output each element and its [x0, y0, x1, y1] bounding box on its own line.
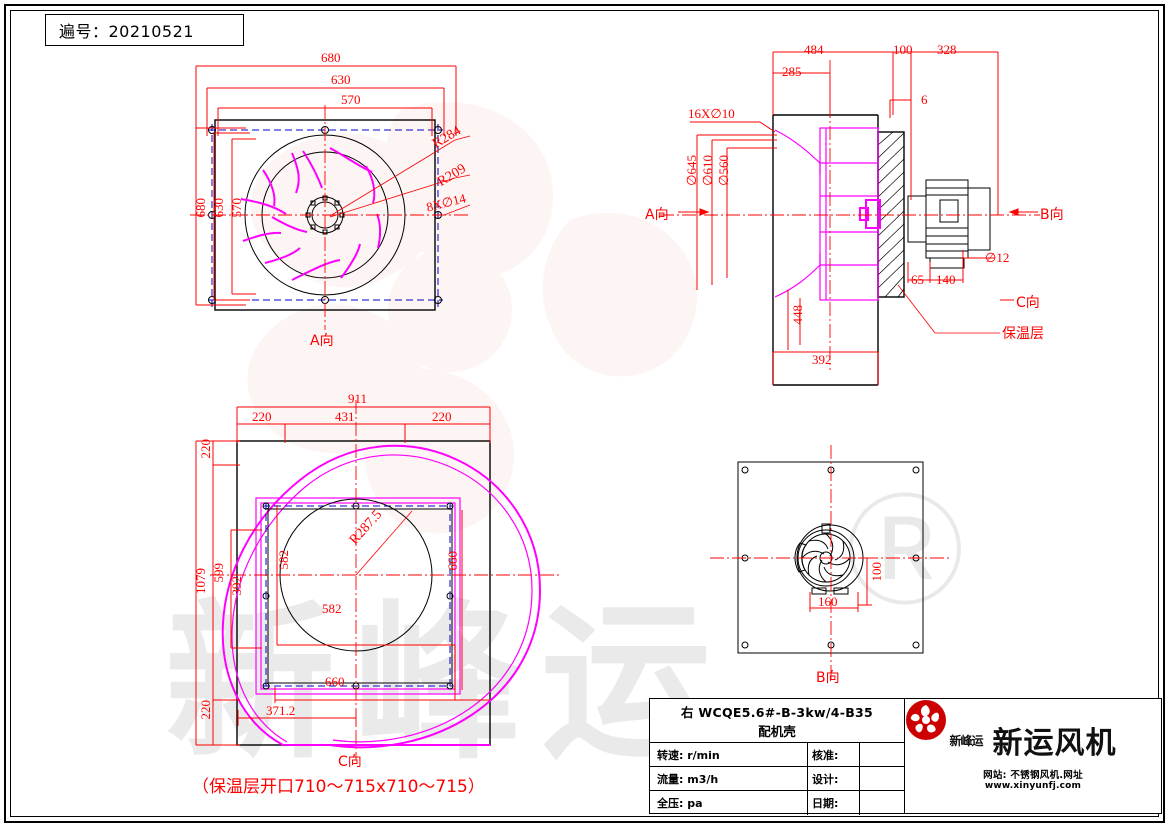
dim-bl-431: 431	[335, 409, 355, 424]
dim-tr-392: 392	[812, 352, 832, 367]
title-block-row-speed: 转速: r/min 核准:	[650, 743, 904, 767]
brand-name: 新运风机	[992, 725, 1117, 761]
note-insulation-opening: （保温层开口710～715x710～715）	[192, 777, 485, 797]
field-pressure-label: 全压: pa	[650, 791, 808, 815]
dim-top-left-680: 680	[321, 50, 341, 65]
field-design-value[interactable]	[860, 767, 904, 790]
dim-tr-6: 6	[921, 92, 928, 107]
title-block: 右 WCQE5.6#-B-3kw/4-B35 配机壳 转速: r/min 核准:…	[649, 698, 1162, 815]
view-label-a-arrow: A向	[645, 207, 669, 223]
field-date-label: 日期:	[808, 791, 860, 815]
dim-bl-582-h: 582	[322, 601, 342, 616]
model-line-2: 配机壳	[758, 723, 796, 739]
title-block-row-flow: 流量: m3/h 设计:	[650, 767, 904, 791]
company-logo-icon	[906, 700, 946, 740]
leader-label-insulation: 保温层	[1002, 326, 1044, 342]
dim-bl-660-h: 660	[325, 674, 345, 689]
title-block-left: 右 WCQE5.6#-B-3kw/4-B35 配机壳 转速: r/min 核准:…	[650, 699, 905, 815]
dim-bl-371-2: 371.2	[266, 703, 296, 718]
dim-tr-328: 328	[937, 42, 957, 57]
view-label-a-front: A向	[310, 333, 334, 349]
dim-top-left-570: 570	[341, 92, 361, 107]
view-label-b-bottom: B向	[816, 670, 840, 686]
dim-br-160: 160	[818, 594, 838, 609]
dim-top-left-630: 630	[331, 72, 351, 87]
dim-tr-140: 140	[936, 272, 956, 287]
view-label-c-bottom: C向	[338, 754, 362, 770]
web-line-1: 网站: 不锈钢风机.网址	[983, 769, 1083, 781]
sheet-border-inner	[10, 10, 1159, 817]
dim-bl-220-a: 220	[252, 409, 272, 424]
field-approve-value[interactable]	[860, 743, 904, 766]
field-design-label: 设计:	[808, 767, 860, 790]
field-approve-label: 核准:	[808, 743, 860, 766]
sheet-border-outer	[4, 4, 1165, 823]
title-block-model: 右 WCQE5.6#-B-3kw/4-B35 配机壳	[650, 699, 904, 743]
brand-mark: 新峰运	[906, 700, 984, 749]
brand-mark-text: 新峰运	[949, 733, 983, 748]
watermark-registered: Ⓡ	[845, 487, 965, 620]
model-line-1: 右 WCQE5.6#-B-3kw/4-B35	[680, 704, 874, 720]
view-label-c-arrow: C向	[1016, 295, 1040, 311]
dim-tr-16x10: 16X∅10	[688, 106, 735, 121]
brand-row: 新峰运 新运风机	[906, 700, 1117, 762]
field-date-value[interactable]	[860, 791, 904, 815]
view-label-b-arrow: B向	[1040, 207, 1064, 223]
field-speed-label: 转速: r/min	[650, 743, 808, 766]
field-flow-label: 流量: m3/h	[650, 767, 808, 790]
dim-tr-484: 484	[804, 42, 824, 57]
web-line-2: www.xinyunfj.com	[984, 780, 1082, 791]
dim-br-100: 100	[869, 562, 884, 582]
dim-tr-100: 100	[893, 42, 913, 57]
title-block-brand: 新峰运 新运风机 网站: 不锈钢风机.网址 www.xinyunfj.com	[905, 699, 1161, 813]
title-block-row-pressure: 全压: pa 日期:	[650, 791, 904, 815]
dim-bl-220-b: 220	[432, 409, 452, 424]
brand-web: 网站: 不锈钢风机.网址 www.xinyunfj.com	[983, 767, 1083, 791]
dim-tr-285: 285	[782, 64, 802, 79]
drawing-id-box: 遍号：20210521	[45, 14, 244, 46]
dim-tr-65: 65	[911, 272, 924, 287]
dim-bl-911: 911	[348, 391, 368, 406]
dim-tr-d12: ∅12	[985, 250, 1010, 265]
